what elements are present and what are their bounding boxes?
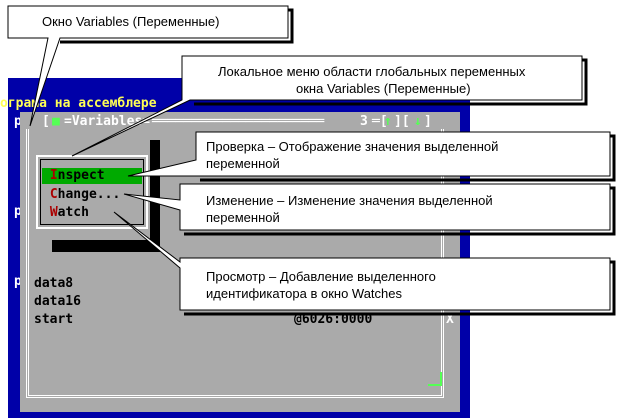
edge-marker: X	[446, 312, 454, 327]
menu-item-watch[interactable]: Watch	[42, 205, 89, 221]
local-menu-callout-line2: окна Variables (Переменные)	[296, 81, 471, 96]
window-title-bar	[20, 112, 460, 129]
window-callout-text: Окно Variables (Переменные)	[42, 14, 220, 29]
resize-corner-icon[interactable]	[428, 372, 442, 386]
local-menu-border	[40, 159, 144, 225]
local-menu	[36, 155, 148, 229]
menu-label-change: hange...	[57, 187, 121, 202]
window-number: 3	[360, 114, 368, 129]
hotkey-inspect: I	[49, 168, 58, 183]
variable-row[interactable]: data8	[34, 276, 74, 291]
variable-row[interactable]: data16	[34, 294, 81, 309]
change-callout-shadow	[184, 186, 616, 236]
local-menu-callout-line1: Локальное меню области глобальных переме…	[218, 64, 526, 79]
watch-callout-line2: идентификатора в окно Watches	[206, 286, 403, 301]
menu-item-inspect[interactable]: Inspect	[42, 168, 142, 184]
inspect-callout-line1: Проверка – Отображение значения выделенн…	[206, 139, 499, 154]
window-callout-shadow	[60, 8, 294, 44]
change-callout-line1: Изменение – Изменение значения выделенно…	[206, 193, 493, 208]
change-callout-line2: переменной	[206, 210, 280, 225]
watch-callout-line1: Просмотр – Добавление выделенного	[206, 269, 436, 284]
title-rule-2: ═[	[372, 114, 388, 129]
p-letter-1: p	[14, 114, 22, 129]
local-menu-callout-shadow	[194, 58, 588, 106]
scroll-up-icon[interactable]: ↑	[384, 114, 392, 129]
inspect-callout-shadow	[200, 134, 616, 182]
close-box-icon[interactable]: ■	[52, 114, 60, 129]
hotkey-watch: W	[49, 205, 58, 220]
p-letter-3: p	[14, 274, 22, 289]
watch-callout-balloon	[113, 211, 611, 311]
local-menu-callout-balloon	[71, 55, 583, 157]
title-bracket-left: [	[42, 114, 50, 129]
title-bracket-mid: ][	[394, 114, 410, 129]
menu-label-inspect: nspect	[57, 168, 105, 183]
p-letter-2: p	[14, 204, 22, 219]
title-rule: ══════════════════════	[152, 114, 325, 129]
watch-callout-shadow	[184, 260, 616, 316]
window-title: =Variables=	[64, 114, 151, 129]
inspect-callout-line2: переменной	[206, 156, 280, 171]
hotkey-change: C	[49, 187, 58, 202]
variable-row[interactable]: start	[34, 312, 74, 327]
inspect-callout-balloon	[127, 131, 611, 177]
variable-value: @6026:0000	[294, 312, 373, 327]
menu-label-watch: atch	[57, 205, 89, 220]
change-callout-balloon	[123, 183, 611, 231]
title-bracket-right: ]	[424, 114, 432, 129]
menu-item-change[interactable]: Change...	[42, 187, 120, 203]
scroll-down-icon[interactable]: ↓	[414, 114, 422, 129]
